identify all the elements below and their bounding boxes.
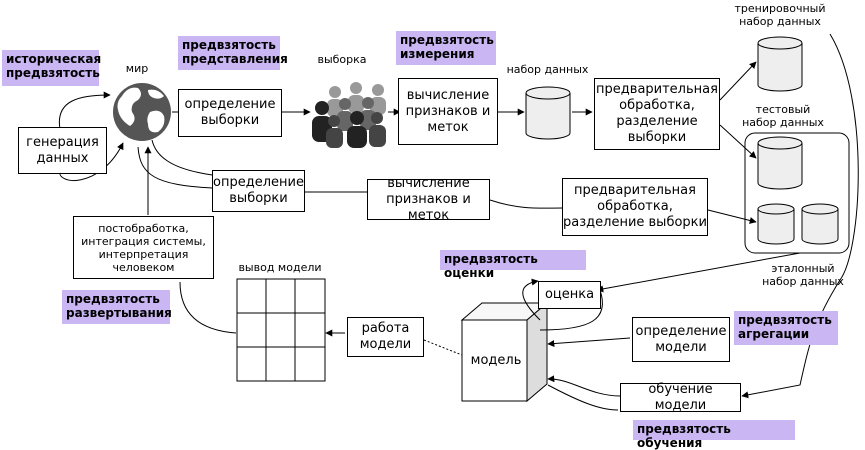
evaluation-bias-label: предвзятость оценки (440, 250, 586, 280)
test-set-label: тестовый набор данных (742, 103, 824, 129)
deployment-bias-label: предвзятость развертывания (62, 290, 172, 324)
model-cube (460, 301, 549, 403)
dataset-label: набор данных (506, 63, 589, 76)
test-cylinder (757, 136, 803, 190)
people-icon (312, 82, 386, 148)
run-connector (423, 339, 463, 356)
train-set-label: тренировочный набор данных (734, 2, 826, 28)
measurement-bias-label: предвзятость измерения (396, 31, 496, 65)
sample-label: выборка (317, 53, 367, 66)
learning-bias-label: предвзятость обучения (633, 420, 795, 450)
features-labels-box: вычисление признаков и меток (398, 78, 498, 145)
benchmark-cylinder-2 (801, 203, 839, 245)
data-generation-box: генерация данных (18, 127, 107, 174)
model-output-label: вывод модели (238, 261, 322, 274)
preprocessing-split-box-2: предварительная обработка, разделение вы… (562, 178, 708, 236)
model-label: модель (470, 353, 522, 368)
aggregation-bias-label: предвзятость агрегации (734, 311, 838, 345)
sample-definition-box-2: определение выборки (212, 170, 305, 212)
model-training-box: обучение модели (620, 382, 741, 413)
sample-definition-box: определение выборки (178, 89, 282, 137)
world-loop-arrows (58, 91, 401, 215)
features-labels-box-2: вычисление признаков и меток (367, 176, 490, 223)
benchmark-cylinder-1 (757, 203, 795, 245)
benchmark-set-label: эталонный набор данных (762, 262, 844, 288)
dataset-cylinder (525, 86, 571, 140)
model-output-grid (236, 278, 326, 382)
model-definition-box: определение модели (632, 317, 730, 362)
globe-icon (113, 83, 171, 141)
model-running-box: работа модели (347, 317, 424, 357)
postprocessing-box: постобработка, интеграция системы, интер… (73, 216, 214, 279)
train-cylinder (757, 36, 803, 92)
evaluation-box: оценка (538, 281, 601, 309)
world-label: мир (125, 62, 149, 75)
preprocessing-split-box: предварительная обработка, разделение вы… (594, 78, 720, 150)
historical-bias-label: историческая предвзятость (2, 50, 101, 86)
representation-bias-label: предвзятость представления (178, 36, 288, 70)
